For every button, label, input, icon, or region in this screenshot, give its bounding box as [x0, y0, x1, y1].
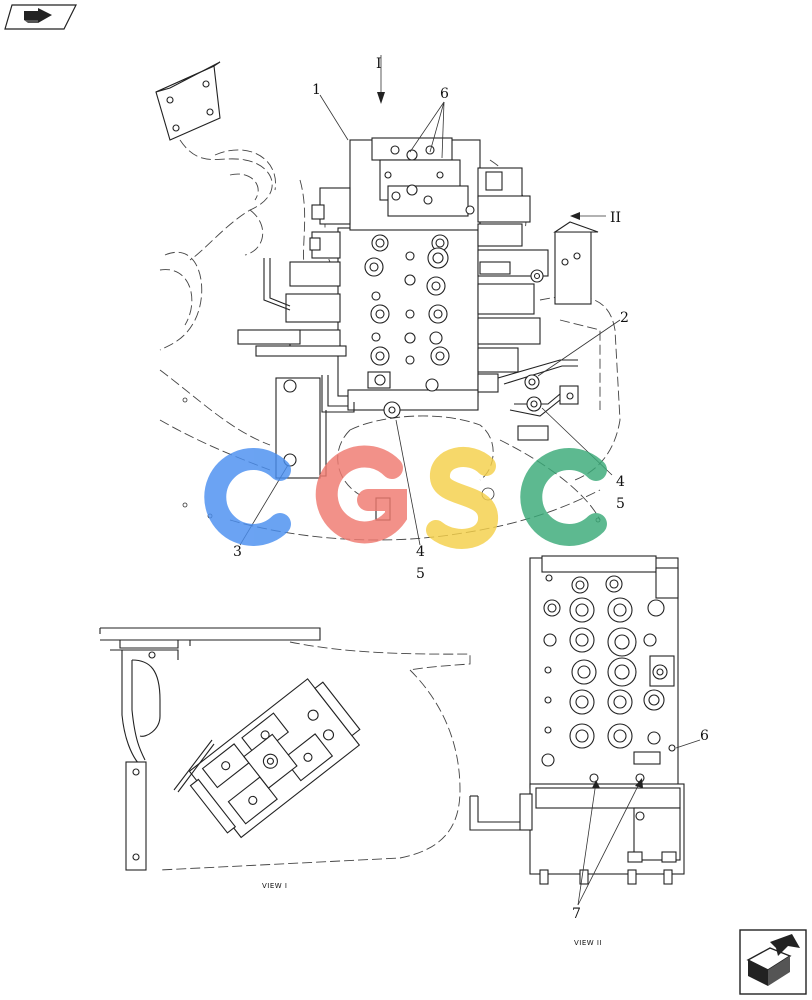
callout-5-center: 5: [416, 566, 425, 582]
right-spools: [477, 167, 599, 393]
watermark-letter-c2: [520, 448, 607, 546]
watermark-logo: [204, 445, 607, 549]
next-page-icon[interactable]: [739, 929, 807, 995]
view-two-caption: VIEW II: [574, 939, 602, 947]
callout-4-center: 4: [416, 544, 425, 560]
back-arrow-icon[interactable]: [4, 4, 77, 30]
view-labels: VIEW I VIEW II: [262, 882, 602, 947]
view-two-ports: [541, 574, 676, 783]
callout-7: 7: [572, 906, 581, 922]
view-one-arrow-label: I: [376, 56, 382, 72]
main-assembly: [155, 61, 621, 541]
watermark-letter-s: [426, 447, 498, 549]
watermark-letter-c1: [204, 448, 291, 546]
valve-ports: [364, 234, 450, 392]
view-one-drawing: [99, 627, 471, 871]
view-two-arrow-label: II: [610, 210, 621, 226]
callout-5-right: 5: [616, 496, 625, 512]
view-one-caption: VIEW I: [262, 882, 288, 890]
watermark-letter-g: [315, 445, 407, 544]
left-spools: [237, 187, 351, 357]
callout-3: 3: [233, 544, 242, 560]
callout-labels: I II 1 6 2 3 4 5 4 5 6 7: [233, 56, 709, 922]
leader-lines: [239, 55, 621, 546]
callout-6-view-two: 6: [700, 728, 709, 744]
callout-6-top: 6: [440, 86, 449, 102]
callout-2: 2: [620, 310, 629, 326]
view-two-drawing: [469, 555, 701, 906]
callout-4-right: 4: [616, 474, 625, 490]
callout-1: 1: [312, 82, 321, 98]
